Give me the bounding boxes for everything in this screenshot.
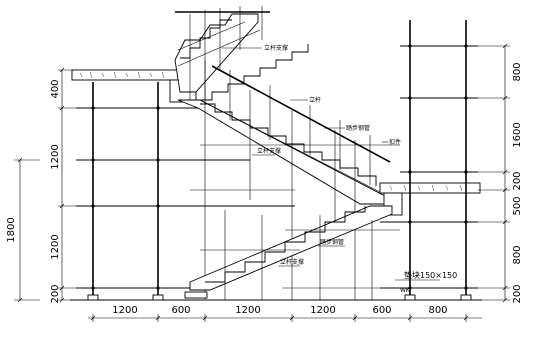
right-landing-slab: [379, 182, 481, 216]
dimension-left-inner: 400 1200 1200 200: [50, 67, 76, 304]
dimension-right: 800 1600 200 500 800 200: [478, 43, 523, 304]
label-rail-mid: 立杆支撑: [257, 147, 281, 155]
dim-right-5: 800: [512, 245, 523, 264]
dim-right-2: 1600: [512, 122, 523, 147]
label-rail-low: 踏步钢管: [320, 238, 344, 246]
dim-right-3: 200: [512, 171, 523, 190]
dim-left-4: 200: [50, 284, 61, 303]
dim-left-2: 1200: [50, 144, 61, 169]
dim-right-4: 500: [512, 196, 523, 215]
dim-left-3: 1200: [50, 234, 61, 259]
dim-bottom-1: 1200: [112, 305, 137, 316]
label-rail-bottom: 立杆支撑: [280, 258, 304, 266]
dim-left-outer: 1800: [6, 217, 17, 242]
dim-right-6: 200: [512, 284, 523, 303]
label-pad-code: WK: [400, 287, 411, 294]
dim-bottom-6: 800: [428, 305, 447, 316]
upper-flight: [174, 6, 270, 100]
dimension-bottom: 1200 600 1200 1200 600 800: [88, 305, 482, 322]
dim-left-1: 400: [50, 79, 61, 98]
dim-bottom-5: 600: [372, 305, 391, 316]
right-scaffold: [380, 20, 478, 301]
left-scaffold: [76, 82, 295, 301]
lower-flight: [184, 205, 400, 300]
dim-bottom-4: 1200: [310, 305, 335, 316]
dim-bottom-3: 1200: [235, 305, 260, 316]
annotations: 立杆支撑 立杆 踏步钢管 扣件 立杆支撑 踏步钢管 立杆支撑 垫块150×150…: [222, 44, 457, 294]
label-rail-upper: 立杆: [309, 96, 321, 104]
label-landing-top: 扣件: [389, 138, 401, 146]
dim-bottom-2: 600: [171, 305, 190, 316]
label-steel-upper: 踏步钢管: [346, 124, 370, 132]
label-rail-top: 立杆支撑: [264, 44, 288, 52]
label-pad: 垫块150×150: [404, 270, 457, 280]
dimension-left-outer: 1800: [6, 157, 40, 303]
dim-right-1: 800: [512, 62, 523, 81]
